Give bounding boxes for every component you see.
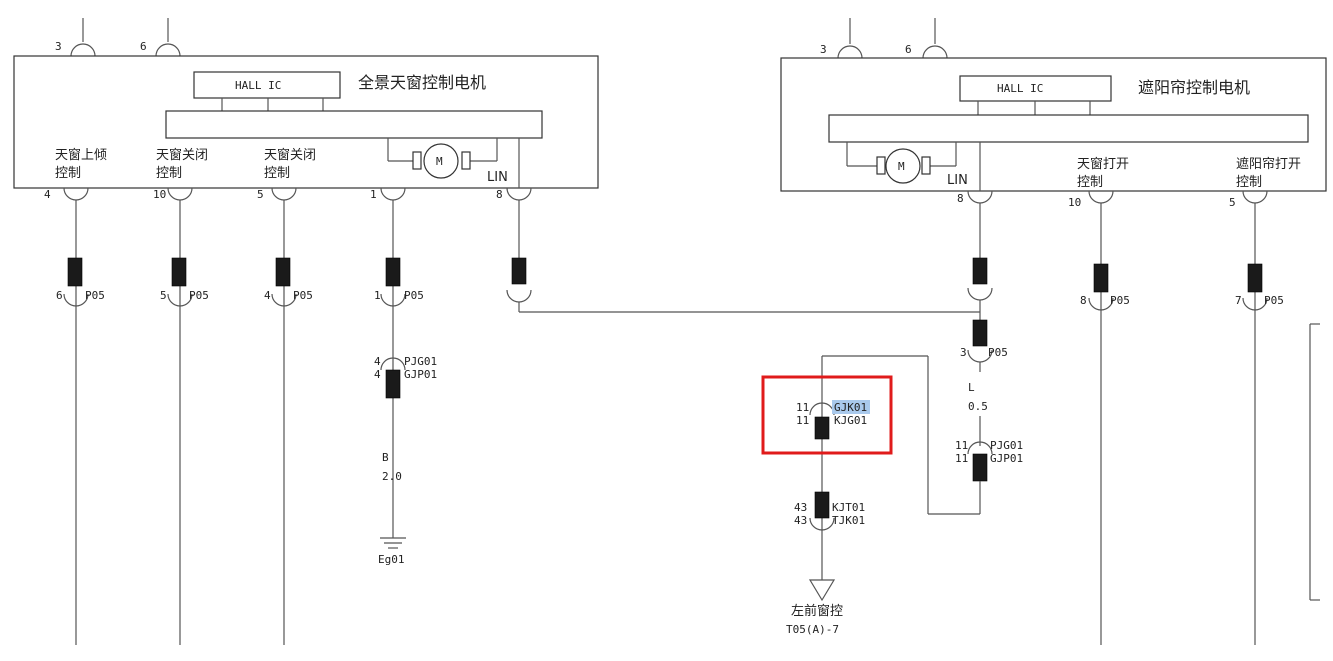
left-motor-title: 全景天窗控制电机 [358, 73, 486, 92]
svg-text:控制: 控制 [264, 166, 290, 181]
left-p05-6-conn: P05 [85, 289, 105, 302]
left-p05-1-conn: P05 [404, 289, 424, 302]
left-lin-label: LIN [487, 170, 508, 185]
left-pin-4: 4 [44, 188, 51, 201]
window-dest-label: 左前窗控 [791, 603, 843, 619]
window-kjt-conn: KJT01 [832, 501, 865, 514]
right-pin-10-label: 天窗打开 [1077, 156, 1129, 172]
left-hall-ic-label: HALL IC [235, 79, 281, 92]
right-pin-5: 5 [1229, 196, 1236, 209]
window-kjg-conn: KJG01 [834, 414, 867, 427]
right-pin-10: 10 [1068, 196, 1081, 209]
lin-gjp-pin: 11 [955, 452, 968, 465]
svg-text:M: M [898, 160, 905, 173]
ground-pjg-pin: 4 [374, 355, 381, 368]
highlight-annotation-box [761, 375, 893, 455]
right-p05-8-pin: 8 [1080, 294, 1087, 307]
window-branch: 11 GJK01 11 KJG01 43 KJT01 43 TJK01 左前窗控… [786, 356, 870, 636]
left-top-pin-6: 6 [140, 40, 147, 53]
right-pin-8: 8 [957, 192, 964, 205]
right-p05-7-pin: 7 [1235, 294, 1242, 307]
text-selection-highlight [832, 400, 870, 414]
left-pin-5-label: 天窗关闭 [264, 147, 316, 163]
right-top-pin-6: 6 [905, 43, 912, 56]
left-pin-8: 8 [496, 188, 503, 201]
window-tjk-conn: TJK01 [832, 514, 865, 527]
right-top-pin-3: 3 [820, 43, 827, 56]
right-motor-title: 遮阳帘控制电机 [1138, 78, 1250, 97]
left-p05-6-pin: 6 [56, 289, 63, 302]
right-motor-block: 3 6 HALL IC 遮阳帘控制电机 M LIN 天窗打开 控制 遮阳帘打开 … [780, 18, 1327, 192]
ground-wire-size: 2.0 [382, 470, 402, 483]
left-p05-4-conn: P05 [293, 289, 313, 302]
right-lin-label: LIN [947, 173, 968, 188]
lin-p05-conn: P05 [988, 346, 1008, 359]
window-tjk-pin: 43 [794, 514, 807, 527]
window-kjt-pin: 43 [794, 501, 807, 514]
left-motor-pins: 4 10 5 1 8 [44, 187, 532, 201]
ground-wire-color: B [382, 451, 389, 464]
lin-wire-color: L [968, 381, 975, 394]
right-pin-5-label: 遮阳帘打开 [1236, 156, 1301, 172]
left-top-pin-3: 3 [55, 40, 62, 53]
lin-pjg-pin: 11 [955, 439, 968, 452]
svg-text:控制: 控制 [1077, 175, 1103, 190]
left-motor-block: 3 6 HALL IC 全景天窗控制电机 M LIN 天窗上倾 控制 天窗关闭 … [13, 18, 599, 189]
right-hall-ic-label: HALL IC [997, 82, 1043, 95]
window-dest-ref: T05(A)-7 [786, 623, 839, 636]
left-p05-4-pin: 4 [264, 289, 271, 302]
left-wires: 6 P05 5 P05 4 P05 1 P05 4 PJG01 4 GJP01 … [56, 200, 980, 645]
ground-eg01: Eg01 [378, 553, 405, 566]
right-p05-7-conn: P05 [1264, 294, 1284, 307]
window-gjk-conn: GJK01 [834, 401, 867, 414]
left-motor-symbol [423, 143, 459, 179]
left-p05-5-conn: P05 [189, 289, 209, 302]
svg-text:控制: 控制 [156, 166, 182, 181]
left-pin-10-label: 天窗关闭 [156, 147, 208, 163]
window-kjg-pin: 11 [796, 414, 809, 427]
destination-arrow-icon [808, 579, 836, 602]
left-pin-4-label: 天窗上倾 [55, 147, 107, 163]
right-p05-8-conn: P05 [1110, 294, 1130, 307]
lin-p05-pin: 3 [960, 346, 967, 359]
ground-gjp-conn: GJP01 [404, 368, 437, 381]
left-pin-5: 5 [257, 188, 264, 201]
lin-gjp-conn: GJP01 [990, 452, 1023, 465]
left-pin-1: 1 [370, 188, 377, 201]
lin-wire-size: 0.5 [968, 400, 988, 413]
svg-text:控制: 控制 [1236, 175, 1262, 190]
right-wires: 3 P05 L 0.5 11 PJG01 11 GJP01 8 P05 7 P0… [822, 203, 1320, 645]
ground-gjp-pin: 4 [374, 368, 381, 381]
left-pin-10: 10 [153, 188, 166, 201]
right-motor-pins: 8 10 5 [957, 190, 1268, 209]
left-p05-1-pin: 1 [374, 289, 381, 302]
window-gjk-pin: 11 [796, 401, 809, 414]
svg-text:M: M [436, 155, 443, 168]
ground-pjg-conn: PJG01 [404, 355, 437, 368]
lin-pjg-conn: PJG01 [990, 439, 1023, 452]
svg-text:控制: 控制 [55, 166, 81, 181]
left-p05-5-pin: 5 [160, 289, 167, 302]
right-motor-symbol [885, 148, 921, 184]
